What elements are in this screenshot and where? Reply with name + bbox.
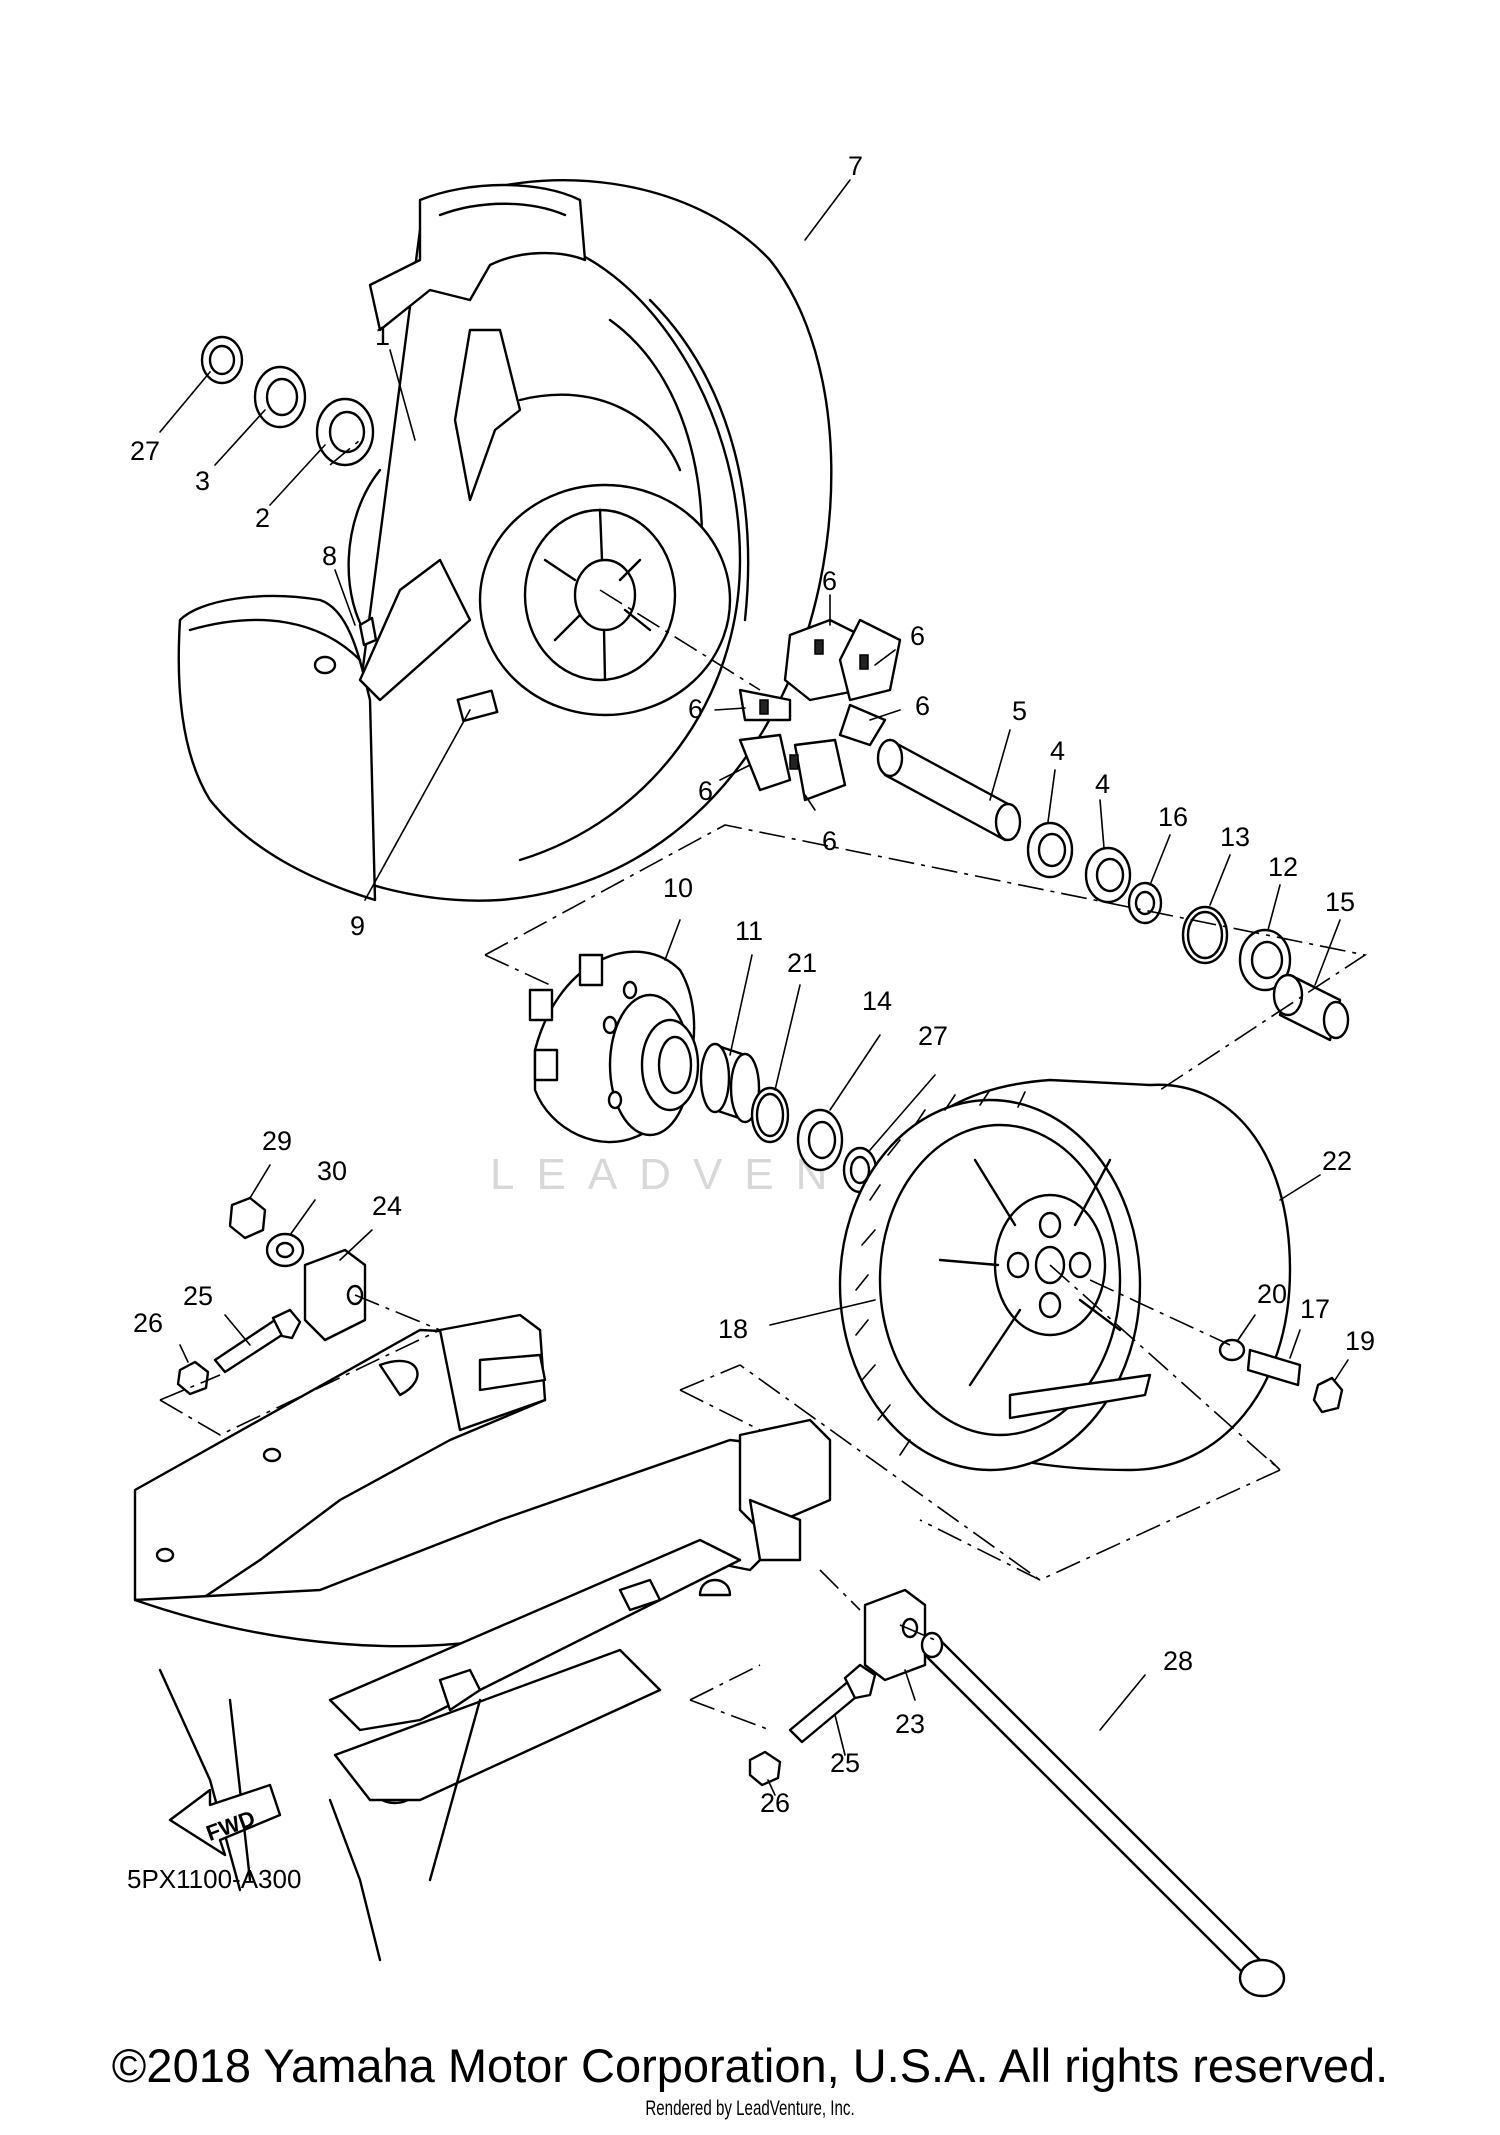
leader-lines — [159, 179, 1349, 1796]
rim-spoke-upper — [453, 328, 522, 502]
callout-4b: 4 — [1095, 769, 1110, 799]
callout-11: 11 — [735, 916, 763, 946]
callout-2: 2 — [255, 503, 270, 533]
callout-10: 10 — [663, 873, 693, 903]
callout-13: 13 — [1220, 822, 1250, 852]
callout-numbers: 27 3 2 1 7 8 9 6 6 6 6 6 6 5 4 4 16 13 1… — [130, 151, 1375, 1818]
callout-1: 1 — [375, 321, 390, 351]
nut-26-left — [176, 1360, 210, 1396]
callout-17: 17 — [1300, 1294, 1330, 1324]
swingarm — [133, 1313, 832, 1962]
callout-4a: 4 — [1050, 736, 1065, 766]
driven-flange-10 — [528, 950, 700, 1144]
tire-cut-top — [368, 183, 587, 332]
rear-wheel-assembly — [177, 179, 833, 902]
nut-19 — [1312, 1376, 1344, 1414]
callout-25b: 25 — [830, 1748, 860, 1778]
callout-25a: 25 — [183, 1281, 213, 1311]
callout-26b: 26 — [760, 1788, 790, 1818]
assembly-guide-lines — [159, 439, 1368, 1731]
callout-14: 14 — [862, 986, 892, 1016]
axle-28 — [920, 1631, 1286, 1998]
callout-15: 15 — [1325, 887, 1355, 917]
callout-3: 3 — [195, 466, 210, 496]
callout-5: 5 — [1012, 696, 1027, 726]
callout-28: 28 — [1163, 1646, 1193, 1676]
washer-20 — [1218, 1338, 1246, 1362]
callout-27b: 27 — [918, 1021, 948, 1051]
nut-29 — [228, 1196, 267, 1240]
valve — [358, 616, 378, 647]
nut-26-right — [748, 1750, 782, 1787]
callout-30: 30 — [317, 1156, 347, 1186]
left-adjuster — [176, 1196, 367, 1396]
rendered-by: Rendered by LeadVenture, Inc. — [645, 2097, 855, 2120]
callout-6b: 6 — [910, 621, 925, 651]
flange-bearings — [699, 1042, 878, 1194]
callout-22: 22 — [1322, 1146, 1352, 1176]
callout-16: 16 — [1158, 802, 1188, 832]
callout-12: 12 — [1268, 852, 1298, 882]
callout-26a: 26 — [133, 1308, 163, 1338]
diagram-code: 5PX1100-A300 — [127, 1864, 301, 1894]
tire-cut-bottom — [177, 594, 377, 902]
callout-7: 7 — [848, 151, 863, 181]
fwd-arrow: FWD — [168, 1783, 282, 1857]
upper-left-bearings — [200, 335, 375, 467]
callout-6f: 6 — [822, 826, 837, 856]
callout-6c: 6 — [688, 694, 703, 724]
copyright-notice: ©2018 Yamaha Motor Corporation, U.S.A. A… — [111, 2039, 1389, 2092]
adjuster-24 — [303, 1248, 367, 1342]
bolt-17 — [1246, 1348, 1302, 1387]
callout-21: 21 — [787, 948, 817, 978]
callout-6a: 6 — [822, 566, 837, 596]
callout-9: 9 — [350, 911, 365, 941]
axle-side-parts — [876, 738, 1350, 1042]
callout-24: 24 — [372, 1191, 402, 1221]
callout-8: 8 — [322, 541, 337, 571]
pulley-fasteners — [1218, 1338, 1344, 1414]
callout-20: 20 — [1257, 1279, 1287, 1309]
pulley-22 — [838, 1078, 1292, 1472]
right-adjuster — [748, 1588, 927, 1787]
callout-19: 19 — [1345, 1326, 1375, 1356]
callout-6d: 6 — [915, 691, 930, 721]
callout-27: 27 — [130, 436, 160, 466]
rim-spoke-lower — [358, 558, 472, 702]
callout-6e: 6 — [698, 776, 713, 806]
bolt-25-left — [213, 1318, 287, 1374]
damper-set — [738, 618, 902, 802]
callout-23: 23 — [895, 1709, 925, 1739]
belt — [1008, 1373, 1152, 1420]
callout-18: 18 — [718, 1314, 748, 1344]
adjuster-23 — [863, 1588, 927, 1682]
callout-29: 29 — [262, 1126, 292, 1156]
